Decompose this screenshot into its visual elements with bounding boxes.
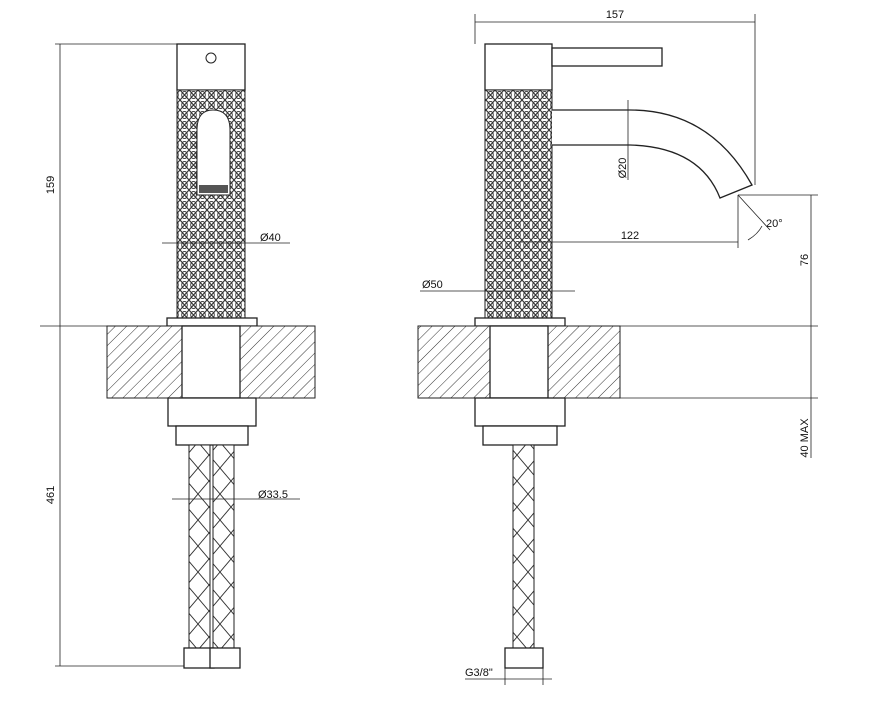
cap-hole bbox=[205, 52, 217, 64]
hose-length-label: 461 bbox=[45, 486, 57, 504]
base-diameter-label: Ø50 bbox=[422, 279, 443, 291]
body-diameter-label: Ø40 bbox=[260, 232, 281, 244]
countertop-section-left bbox=[417, 325, 491, 399]
hose-right bbox=[212, 444, 235, 651]
hose-nut-right bbox=[209, 647, 241, 669]
faucet-cap bbox=[176, 43, 246, 91]
countertop-section-right bbox=[547, 325, 621, 399]
body-height-label: 159 bbox=[45, 176, 57, 194]
spout-height-label: 76 bbox=[799, 254, 811, 266]
hose-nut bbox=[504, 647, 544, 669]
knurled-body bbox=[484, 89, 553, 319]
max-counter-thickness-label: 40 MAX bbox=[799, 418, 811, 458]
spout-reach-label: 122 bbox=[621, 230, 639, 242]
countertop-section-left bbox=[106, 325, 183, 399]
lever-handle bbox=[551, 47, 663, 67]
aerator bbox=[199, 185, 228, 193]
spout-opening bbox=[196, 109, 231, 196]
countertop-section-right bbox=[239, 325, 316, 399]
hose-diameter-label: Ø33.5 bbox=[258, 489, 288, 501]
mounting-shank bbox=[489, 325, 549, 399]
fixing-nut bbox=[474, 397, 566, 427]
fixing-nut bbox=[167, 397, 257, 427]
front-view: 159 461 Ø40 Ø33.5 bbox=[40, 43, 316, 669]
thread-size-label: G3/8" bbox=[465, 667, 493, 679]
spout bbox=[552, 109, 753, 199]
faucet-cap bbox=[484, 43, 553, 91]
hose-left bbox=[188, 444, 211, 651]
base-plate bbox=[474, 317, 566, 327]
base-plate bbox=[166, 317, 258, 327]
total-width-label: 157 bbox=[606, 9, 624, 21]
side-view: 157 Ø20 122 20° 76 40 MAX Ø50 G3/8" bbox=[417, 9, 818, 685]
fixing-plate bbox=[175, 425, 249, 446]
spout-angle-label: 20° bbox=[766, 218, 783, 230]
hose bbox=[512, 444, 535, 651]
spout-diameter-label: Ø20 bbox=[617, 158, 629, 179]
fixing-plate bbox=[482, 425, 558, 446]
mounting-shank bbox=[181, 325, 241, 399]
